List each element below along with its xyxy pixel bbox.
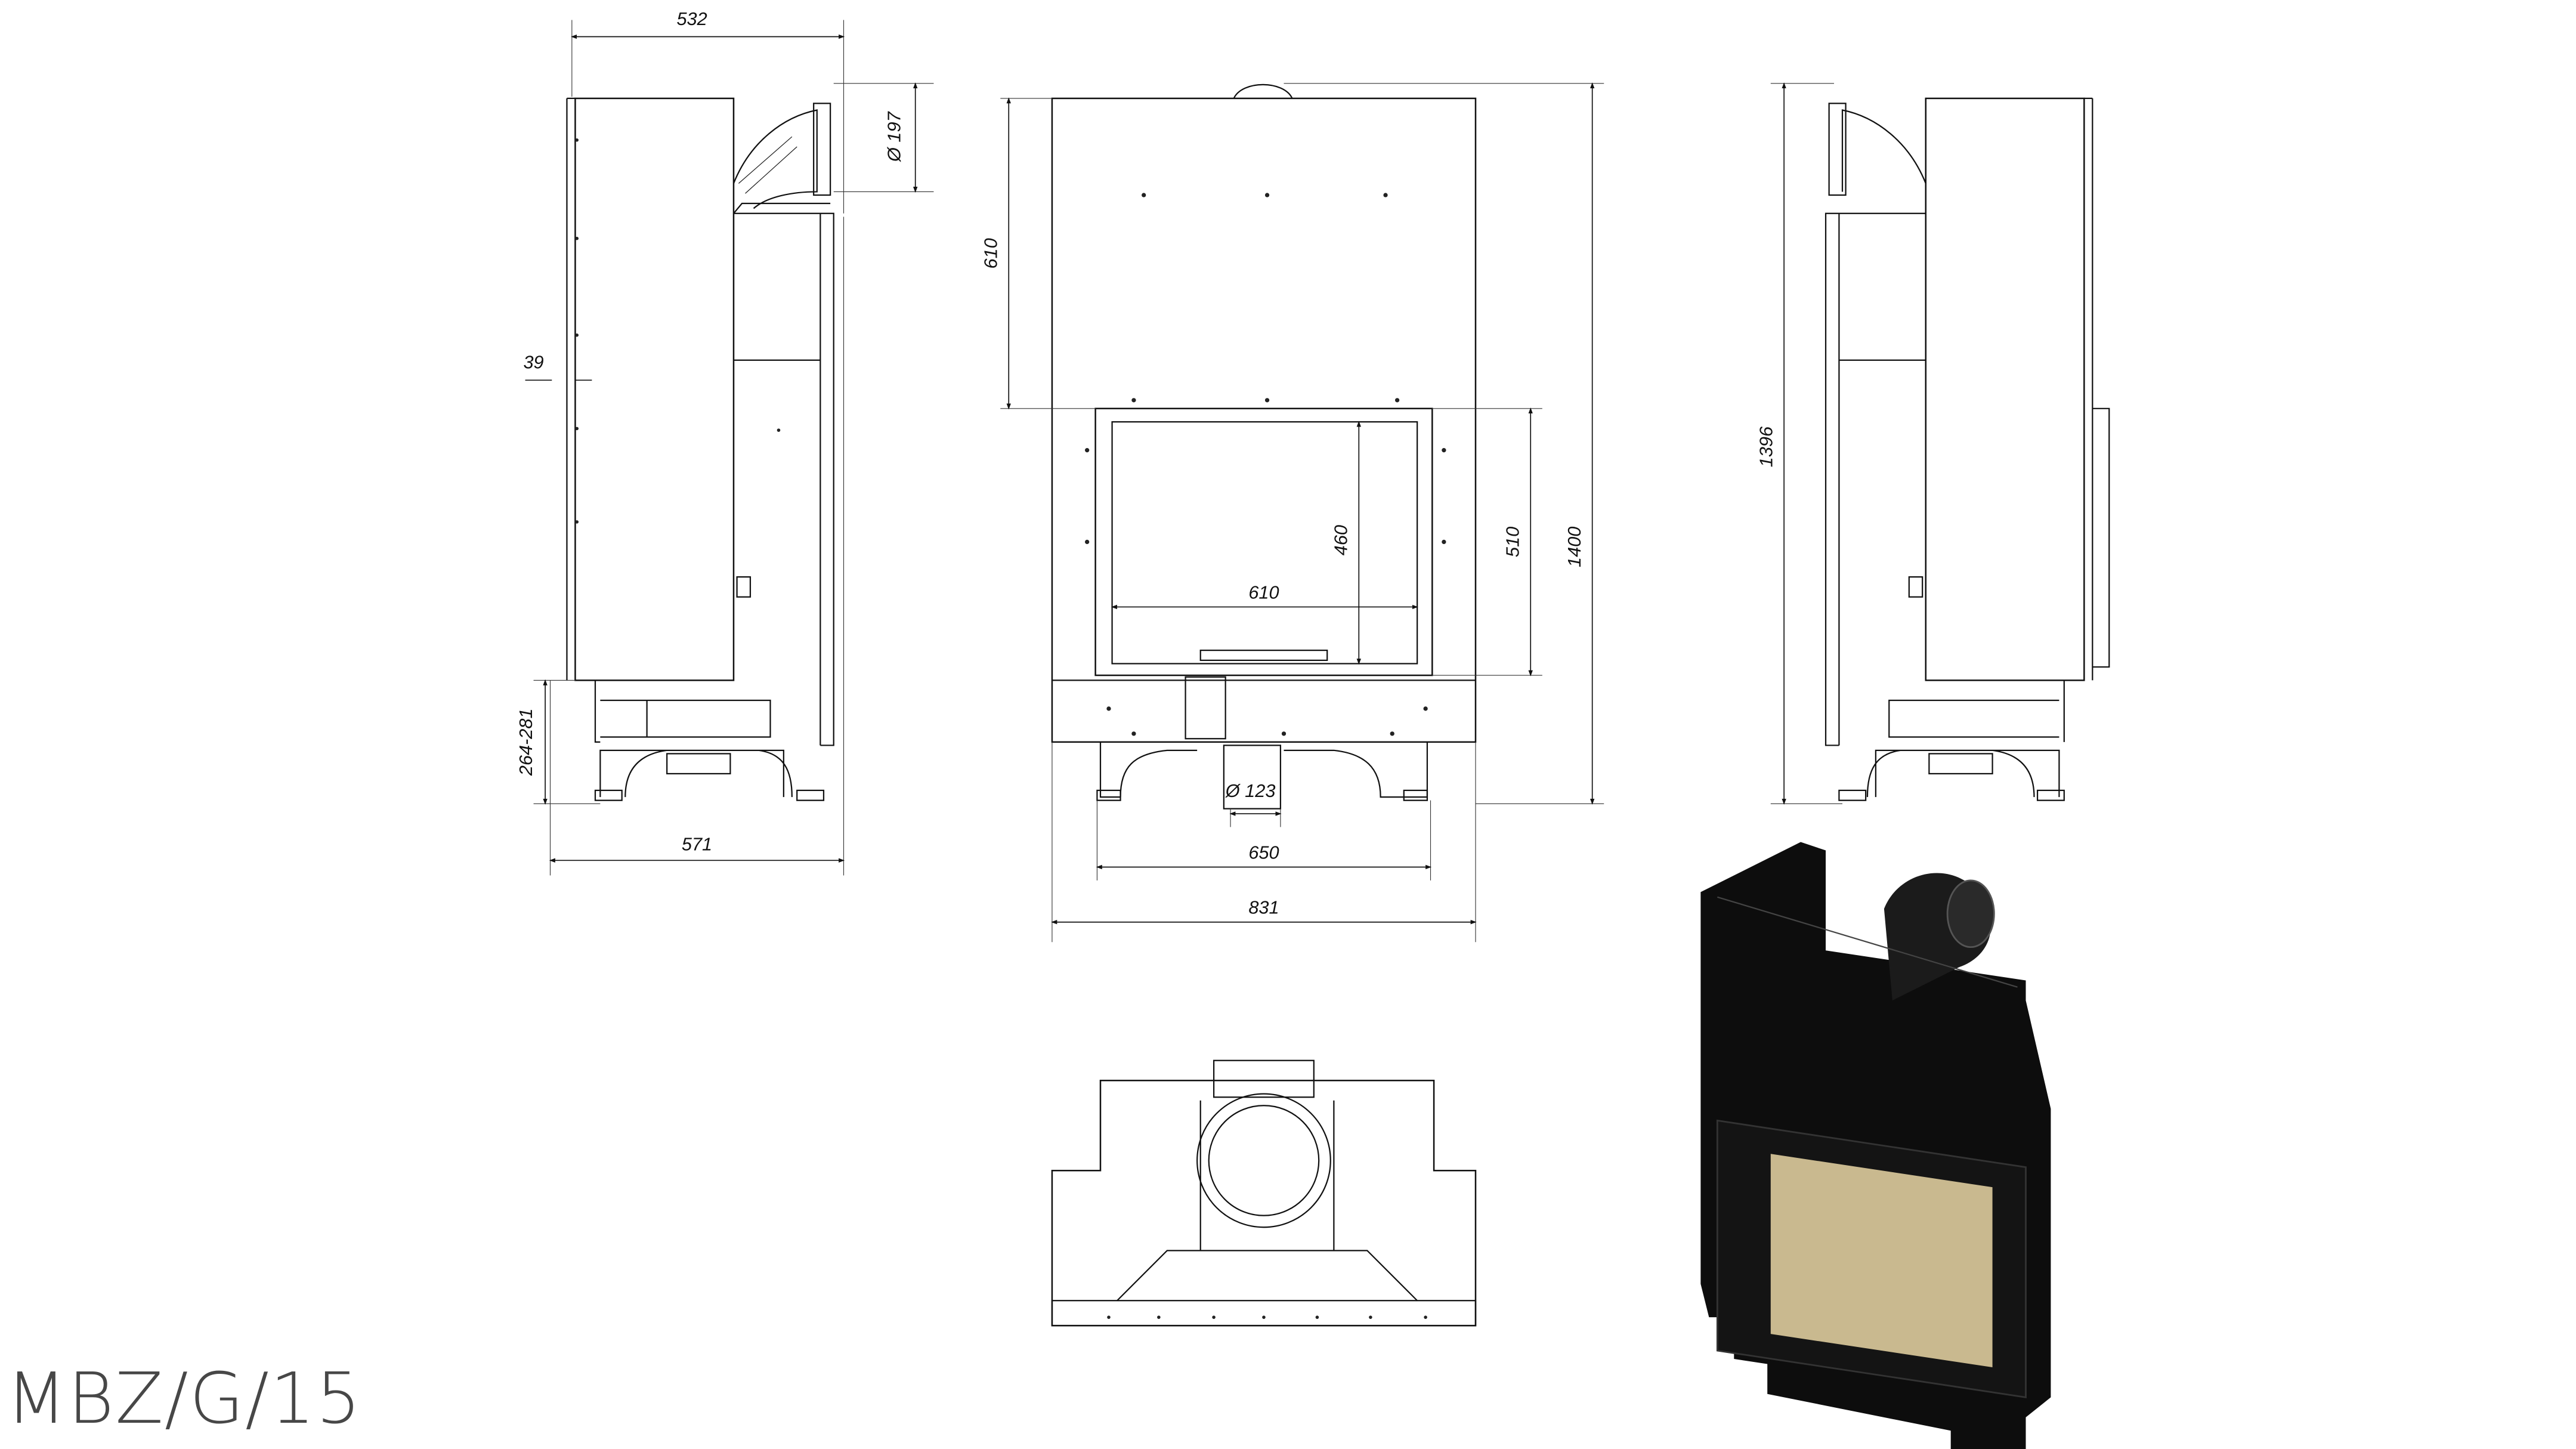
dim-flue-diameter: Ø 197 xyxy=(884,110,905,162)
dim-total-width: 831 xyxy=(1248,897,1279,918)
dim-glass-height: 460 xyxy=(1331,525,1352,555)
model-label: MBZ/G/15 xyxy=(6,1357,363,1439)
front-view: 610 1400 510 460 610 Ø 123 650 831 xyxy=(981,82,1604,943)
dim-side-depth-top: 532 xyxy=(676,8,707,29)
dim-side-depth-bottom: 571 xyxy=(682,834,712,855)
dim-air-inlet: Ø 123 xyxy=(1225,780,1276,801)
dim-total-height-side: 1396 xyxy=(1756,426,1777,467)
side-view-left: 532 571 39 264-281 Ø 197 xyxy=(515,8,934,876)
dim-door-height: 510 xyxy=(1502,527,1523,557)
side-view-right: 1396 xyxy=(1756,82,2110,805)
dim-leg-height: 264-281 xyxy=(515,708,536,776)
dim-base-width: 650 xyxy=(1248,842,1279,863)
dim-total-height-front: 1400 xyxy=(1564,527,1585,567)
top-view xyxy=(1051,1059,1477,1327)
dim-front-offset: 39 xyxy=(523,352,543,373)
render-3d xyxy=(1700,842,2051,1449)
dim-upper-height: 610 xyxy=(981,238,1001,268)
dim-glass-width: 610 xyxy=(1248,582,1279,603)
